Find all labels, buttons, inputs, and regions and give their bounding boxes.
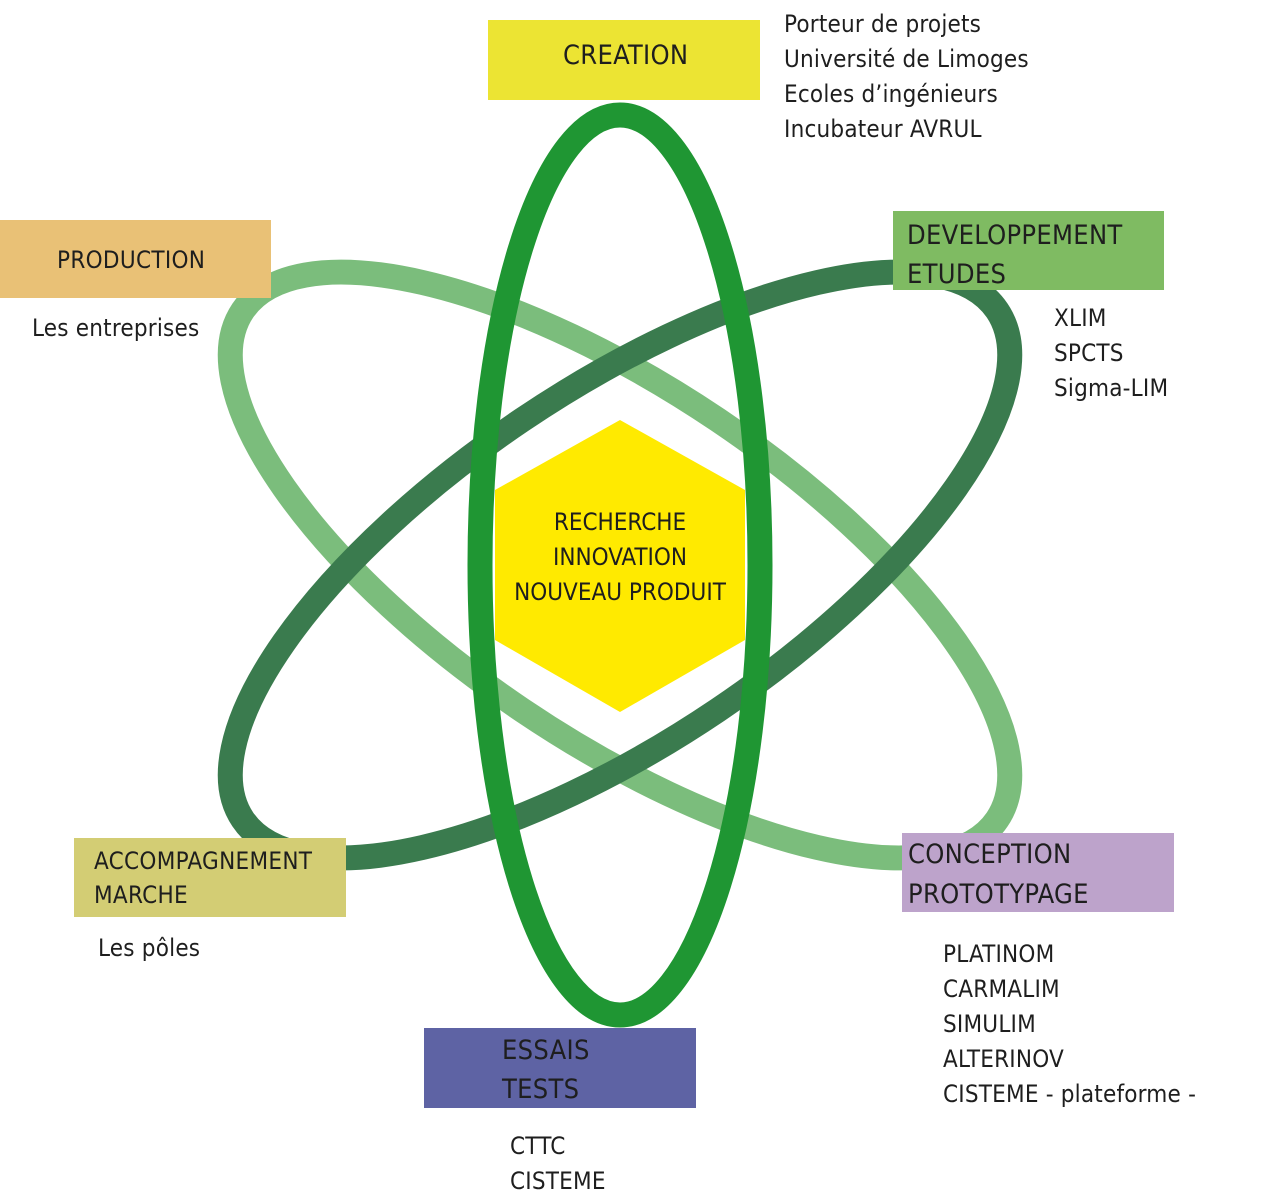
partner-item: CTTC bbox=[510, 1132, 566, 1160]
core-line: RECHERCHE bbox=[553, 508, 687, 536]
orbit-vertical-ellipse bbox=[467, 102, 773, 1028]
production-partners: Les entreprises bbox=[32, 311, 199, 346]
essais-box: ESSAIS TESTS bbox=[424, 1028, 696, 1108]
accompagnement-box: ACCOMPAGNEMENT MARCHE bbox=[74, 838, 346, 917]
partner-item: Université de Limoges bbox=[784, 45, 1029, 73]
accompagnement-partners: Les pôles bbox=[98, 931, 200, 966]
conception-box: CONCEPTION PROTOTYPAGE bbox=[902, 833, 1174, 912]
essais-label: ESSAIS bbox=[502, 1035, 590, 1066]
partner-item: Incubateur AVRUL bbox=[784, 115, 982, 143]
creation-box: CREATION bbox=[488, 20, 760, 100]
partner-item: Porteur de projets bbox=[784, 10, 982, 38]
prototypage-label: PROTOTYPAGE bbox=[908, 879, 1089, 910]
partner-item: PLATINOM bbox=[943, 940, 1055, 968]
partner-item: XLIM bbox=[1054, 304, 1107, 332]
partner-item: CISTEME bbox=[510, 1167, 606, 1195]
tests-label: TESTS bbox=[502, 1074, 580, 1105]
developpement-partners: XLIM SPCTS Sigma-LIM bbox=[1054, 301, 1168, 406]
production-box: PRODUCTION bbox=[0, 220, 271, 298]
accompagnement-label: ACCOMPAGNEMENT bbox=[94, 847, 313, 875]
core-line: INNOVATION bbox=[552, 543, 688, 571]
developpement-label: DEVELOPPEMENT bbox=[907, 220, 1123, 251]
partner-item: SIMULIM bbox=[943, 1010, 1036, 1038]
partner-item: Sigma-LIM bbox=[1054, 374, 1169, 402]
developpement-box: DEVELOPPEMENT ETUDES bbox=[893, 211, 1164, 290]
partner-item: ALTERINOV bbox=[943, 1045, 1064, 1073]
creation-partners: Porteur de projets Université de Limoges… bbox=[784, 7, 1029, 147]
orbit-dark-ellipse bbox=[217, 259, 1023, 871]
orbit-light-ellipse bbox=[217, 259, 1023, 871]
partner-item: CISTEME - plateforme - bbox=[943, 1080, 1197, 1108]
creation-label: CREATION bbox=[563, 40, 689, 71]
conception-label: CONCEPTION bbox=[908, 839, 1072, 870]
conception-partners: PLATINOM CARMALIM SIMULIM ALTERINOV CIST… bbox=[943, 937, 1196, 1112]
partner-item: Ecoles d’ingénieurs bbox=[784, 80, 998, 108]
essais-partners: CTTC CISTEME bbox=[510, 1129, 606, 1199]
production-label: PRODUCTION bbox=[57, 246, 206, 274]
partner-item: CARMALIM bbox=[943, 975, 1060, 1003]
etudes-label: ETUDES bbox=[907, 259, 1007, 290]
core-hexagon bbox=[495, 420, 745, 712]
partner-item: Les entreprises bbox=[32, 314, 200, 342]
partner-item: Les pôles bbox=[98, 934, 201, 962]
partner-item: SPCTS bbox=[1054, 339, 1124, 367]
marche-label: MARCHE bbox=[94, 881, 188, 909]
core-label: RECHERCHE INNOVATION NOUVEAU PRODUIT bbox=[480, 505, 760, 610]
core-line: NOUVEAU PRODUIT bbox=[514, 578, 726, 606]
